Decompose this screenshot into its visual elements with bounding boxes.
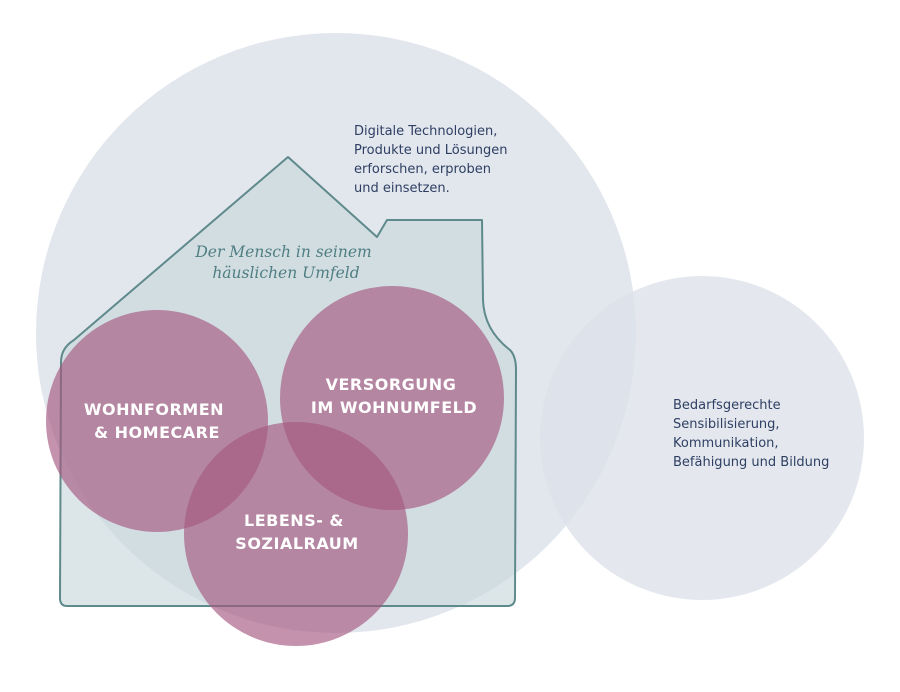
lebensraum-circle — [184, 422, 408, 646]
versorgung-label: VERSORGUNG IM WOHNUMFELD — [311, 375, 477, 417]
wohnformen-label-line: WOHNFORMEN — [84, 400, 224, 419]
digital-line: Digitale Technologien, — [354, 124, 497, 139]
lebensraum-label-line: SOZIALRAUM — [235, 534, 358, 553]
digital-line: erforschen, erproben — [354, 162, 491, 177]
versorgung-label-line: IM WOHNUMFELD — [311, 398, 477, 417]
wohnformen-label: WOHNFORMEN & HOMECARE — [84, 400, 230, 442]
focus-areas — [46, 286, 504, 646]
lebensraum-label-line: LEBENS- & — [244, 511, 344, 530]
house-caption-line: Der Mensch in seinem — [194, 243, 371, 261]
awareness-education-text: Bedarfsgerechte Sensibilisierung, Kommun… — [673, 398, 829, 470]
digital-line: Produkte und Lösungen — [354, 143, 507, 158]
wohnformen-label-line: & HOMECARE — [94, 423, 220, 442]
bedarf-line: Sensibilisierung, — [673, 417, 780, 432]
versorgung-label-line: VERSORGUNG — [326, 375, 457, 394]
digital-line: und einsetzen. — [354, 181, 450, 196]
lebensraum-label: LEBENS- & SOZIALRAUM — [235, 511, 358, 553]
bedarf-line: Kommunikation, — [673, 436, 779, 451]
bedarf-line: Bedarfsgerechte — [673, 398, 781, 413]
digital-technologies-text: Digitale Technologien, Produkte und Lösu… — [354, 124, 512, 196]
house-caption: Der Mensch in seinem häuslichen Umfeld — [194, 243, 376, 282]
awareness-education-circle — [540, 276, 864, 600]
bedarf-line: Befähigung und Bildung — [673, 455, 829, 470]
house-caption-line: häuslichen Umfeld — [212, 264, 359, 282]
